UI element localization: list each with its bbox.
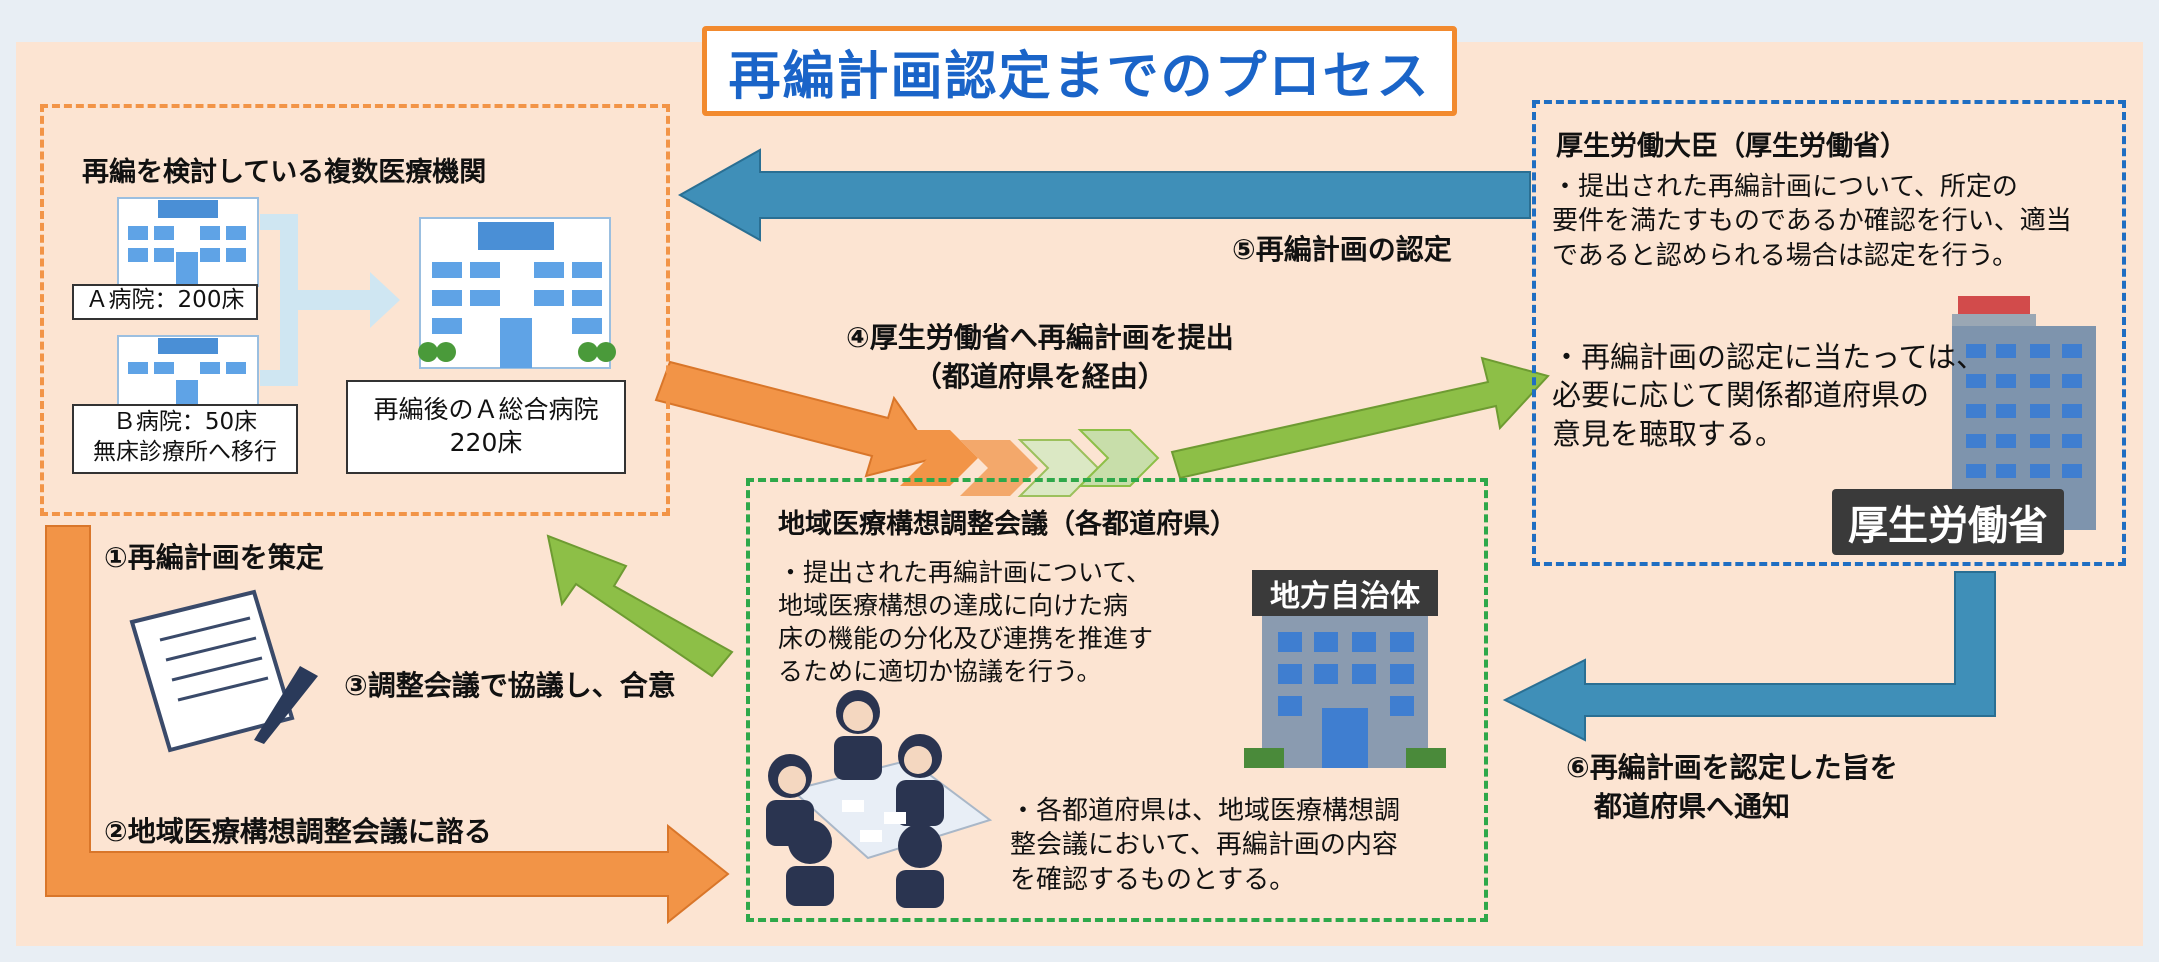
mhlw-para1-line3: であると認められる場合は認定を行う。 <box>1552 240 2019 271</box>
mhlw-paragraph-1: ・提出された再編計画について、所定の 要件を満たすものであるか確認を行い、適当 … <box>1552 170 2072 273</box>
merged-hospital-label: 再編後のＡ総合病院 220床 <box>346 380 626 474</box>
council-para1-line4: るために適切か協議を行う。 <box>778 657 1102 686</box>
step6-subtitle: 都道府県へ通知 <box>1594 790 1791 824</box>
hospital-a-text: Ａ病院：200床 <box>85 287 245 313</box>
hospital-b-text: Ｂ病院：50床 <box>112 409 258 435</box>
hospital-a-icon <box>117 197 259 287</box>
arrow-step6 <box>1502 571 1996 742</box>
council-box <box>746 478 1488 922</box>
arrow-step4-orange <box>654 360 938 478</box>
mhlw-para1-line1: ・提出された再編計画について、所定の <box>1552 172 2018 202</box>
council-para1-line3: 床の機能の分化及び連携を推進す <box>778 624 1154 653</box>
mhlw-para2-line3: 意見を聴取する。 <box>1552 416 1785 451</box>
mhlw-paragraph-2: ・再編計画の認定に当たっては、 必要に応じて関係都道府県の 意見を聴取する。 <box>1552 338 1985 453</box>
hospital-group-box <box>40 104 670 516</box>
step4-label: ④厚生労働省へ再編計画を提出 （都道府県を経由） <box>846 318 1234 396</box>
page-title: 再編計画認定までのプロセス <box>702 26 1457 116</box>
hospital-b-icon <box>117 335 259 407</box>
arrow-step5 <box>677 148 1531 242</box>
step3-label: ③調整会議で協議し、合意 <box>344 669 676 702</box>
merge-connector <box>260 214 400 386</box>
arrow-step2 <box>45 525 730 925</box>
step1-label: ①再編計画を策定 <box>104 541 324 574</box>
council-paragraph-2: ・各都道府県は、地域医療構想調 整会議において、再編計画の内容 を確認するものと… <box>1010 794 1400 897</box>
mhlw-sign: 厚生労働省 <box>1832 489 2064 555</box>
mhlw-box <box>1532 100 2126 566</box>
step4-subtitle: （都道府県を経由） <box>913 360 1166 394</box>
meeting-people-illustration <box>766 690 993 908</box>
mhlw-para1-line2: 要件を満たすものであるか確認を行い、適当 <box>1552 206 2072 237</box>
mhlw-para2-line1: ・再編計画の認定に当たっては、 <box>1552 340 1985 374</box>
merged-hospital-name: 再編後のＡ総合病院 <box>373 395 599 424</box>
step4-title: ④厚生労働省へ再編計画を提出 <box>846 321 1234 354</box>
local-gov-building-icon <box>1244 616 1446 768</box>
hospital-group-heading: 再編を検討している複数医療機関 <box>82 157 487 188</box>
arrow-step4-green <box>1170 356 1550 480</box>
step6-title: ⑥再編計画を認定した旨を <box>1566 751 1898 784</box>
step6-label: ⑥再編計画を認定した旨を 都道府県へ通知 <box>1566 748 1898 826</box>
merged-hospital-beds: 220床 <box>449 427 523 457</box>
council-para2-line1: ・各都道府県は、地域医療構想調 <box>1010 796 1401 826</box>
council-para2-line2: 整会議において、再編計画の内容 <box>1010 830 1398 861</box>
mhlw-para2-line2: 必要に応じて関係都道府県の <box>1552 378 1930 413</box>
mhlw-building-icon <box>1952 296 2096 530</box>
step2-label: ②地域医療構想調整会議に諮る <box>104 815 492 848</box>
mhlw-heading: 厚生労働大臣（厚生労働省） <box>1556 131 1907 162</box>
hospital-b-label: Ｂ病院：50床 無床診療所へ移行 <box>72 404 298 474</box>
local-gov-sign: 地方自治体 <box>1252 570 1438 616</box>
document-icon <box>129 589 318 753</box>
step5-label: ⑤再編計画の認定 <box>1232 233 1452 266</box>
hospital-b-transition: 無床診療所へ移行 <box>93 438 277 465</box>
merged-hospital-icon <box>418 217 616 369</box>
council-para1-line1: ・提出された再編計画について、 <box>778 558 1152 587</box>
council-para2-line3: を確認するものとする。 <box>1010 864 1296 895</box>
council-heading: 地域医療構想調整会議（各都道府県） <box>778 509 1237 540</box>
hospital-a-label: Ａ病院：200床 <box>72 284 258 320</box>
arrow-step3 <box>546 534 734 678</box>
council-paragraph-1: ・提出された再編計画について、 地域医療構想の達成に向けた病 床の機能の分化及び… <box>778 556 1153 688</box>
chevrons-step4 <box>900 429 1160 497</box>
council-para1-line2: 地域医療構想の達成に向けた病 <box>778 591 1129 620</box>
